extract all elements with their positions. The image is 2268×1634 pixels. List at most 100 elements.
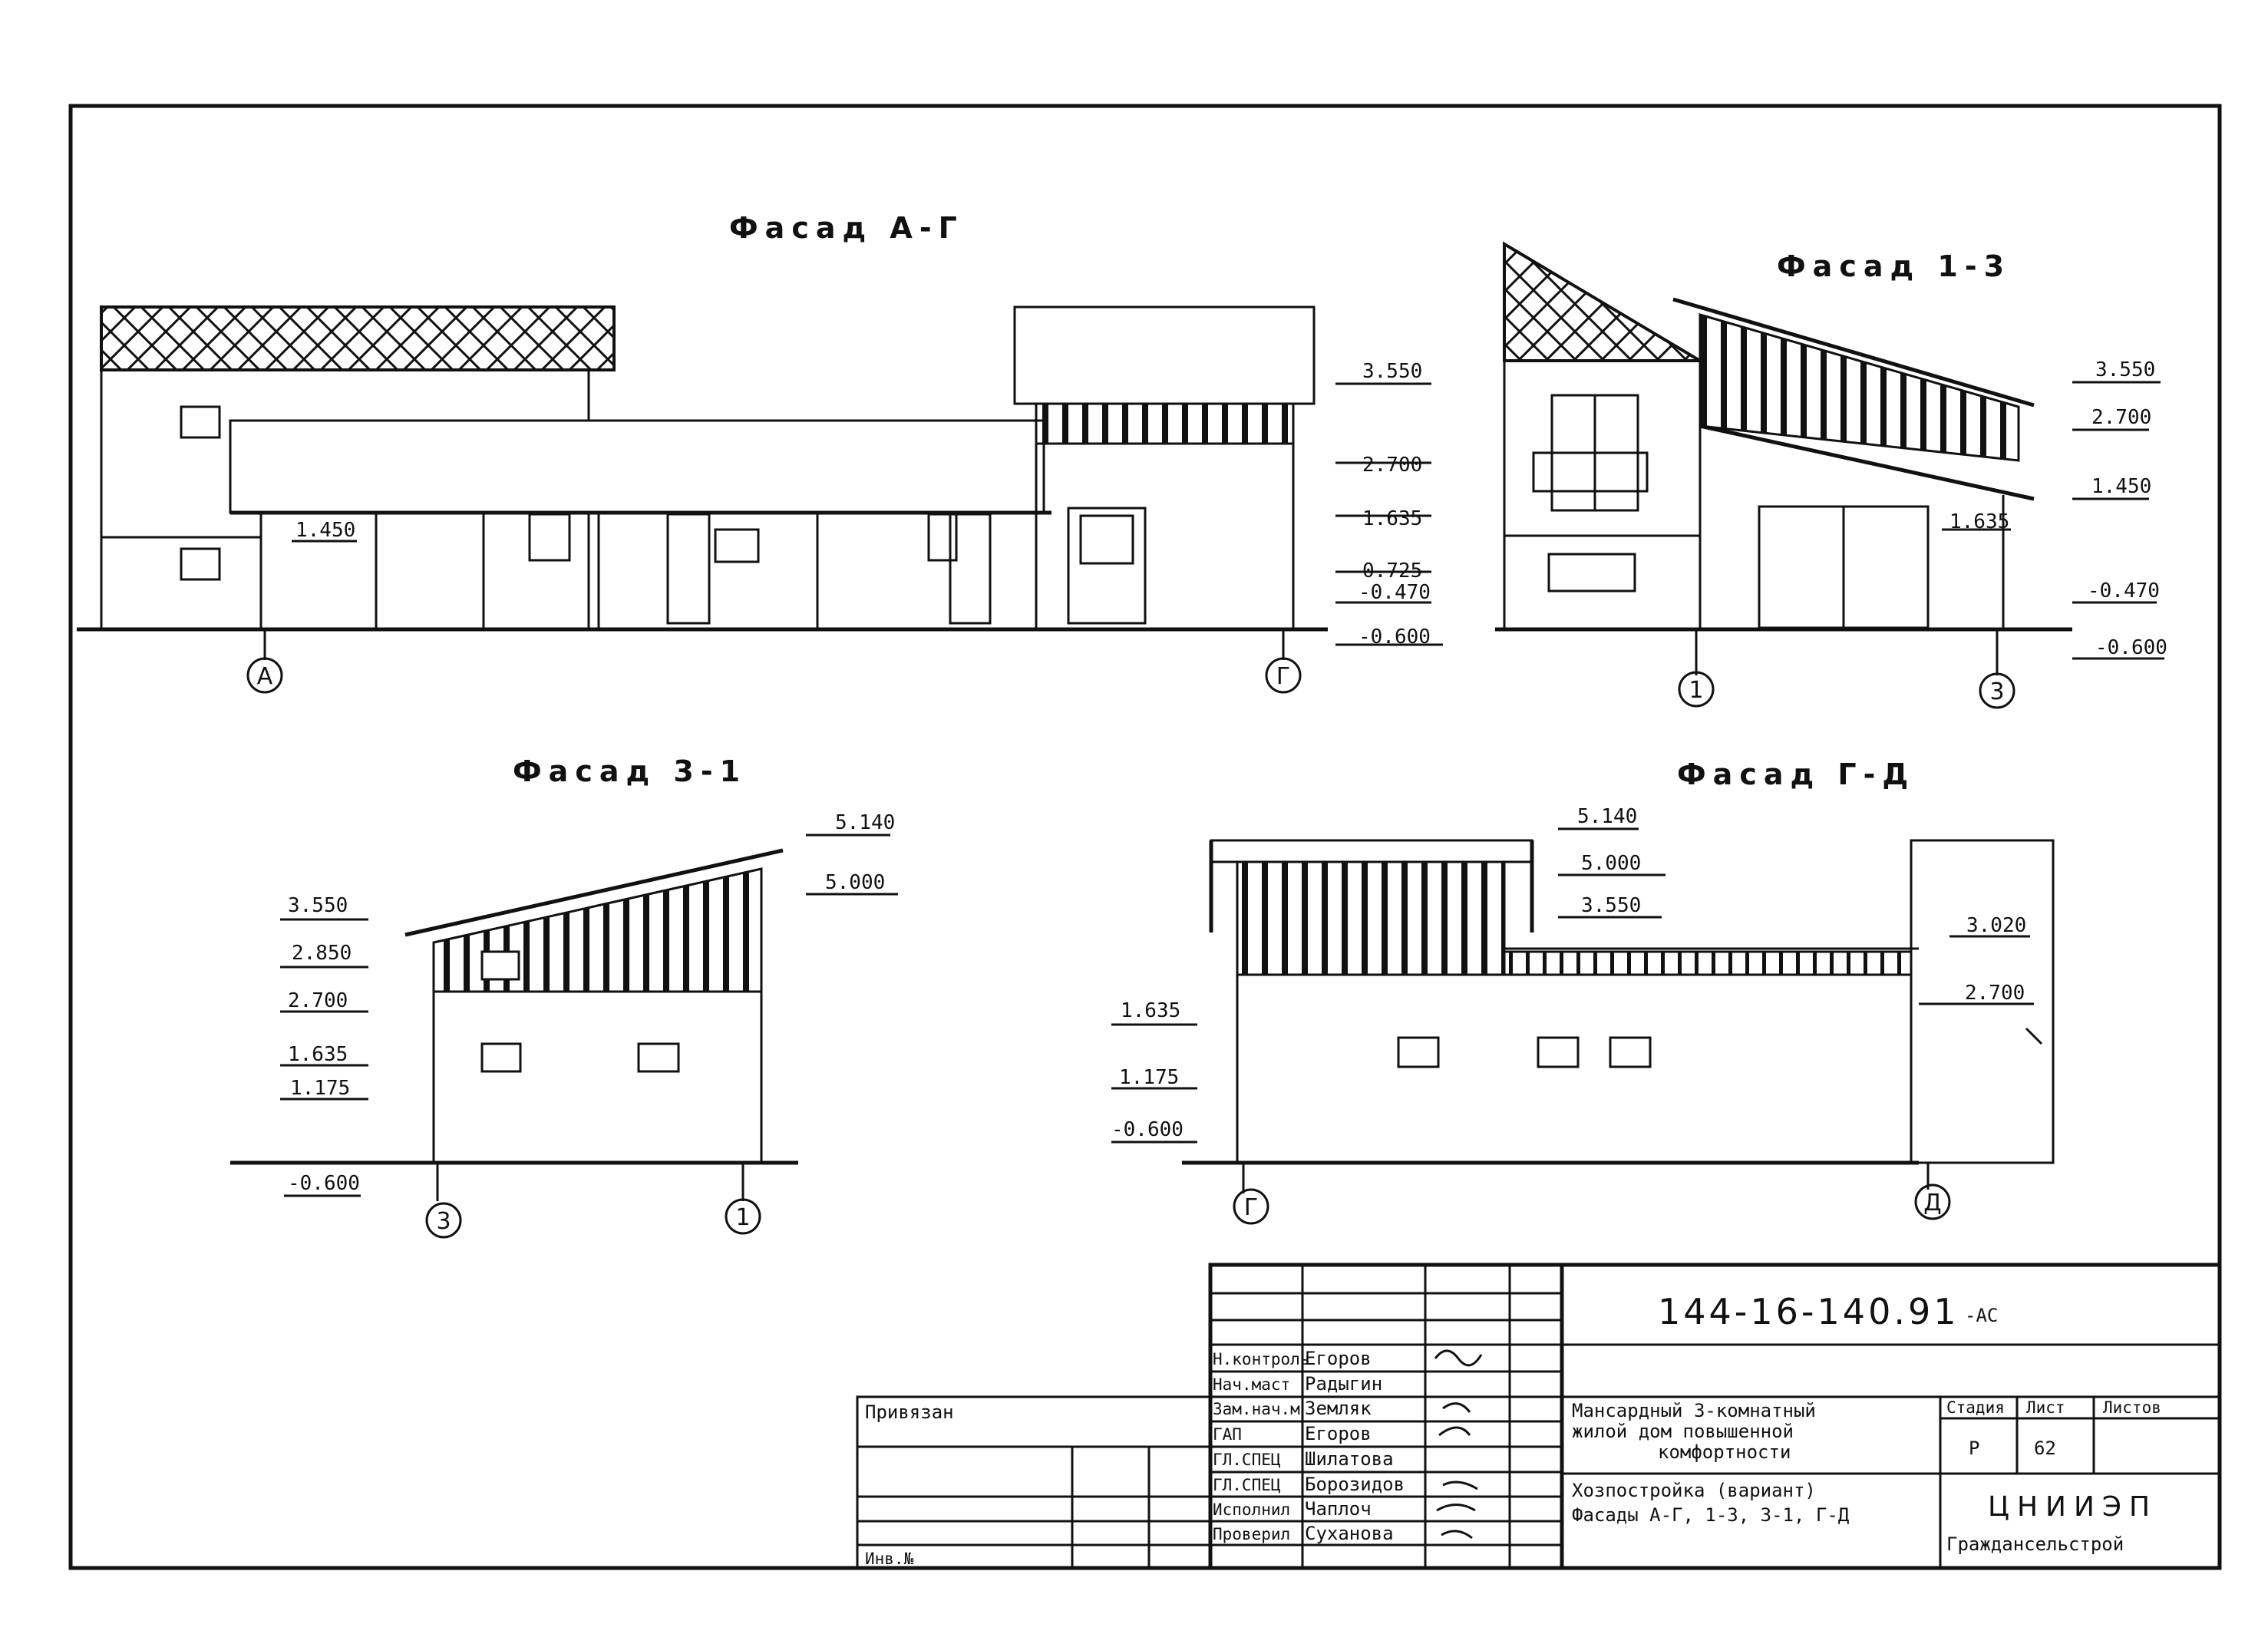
staff-role: ГЛ.СПЕЦ xyxy=(1213,1476,1281,1494)
roof-tiles xyxy=(1503,241,1706,362)
sheet-header: Лист xyxy=(2026,1398,2065,1417)
level-mark: 3.020 xyxy=(1966,914,2026,937)
roof xyxy=(1013,305,1316,405)
sheets-header: Листов xyxy=(2103,1398,2161,1417)
title-block: Привязан Инв.№ Н.контроль Егоров Нач.мас… xyxy=(856,1263,2222,1570)
facade-a-g: Фасад А-Г А Г 3.55 xyxy=(77,211,1443,694)
window xyxy=(480,1042,522,1073)
level-mark: -0.600 xyxy=(288,1172,360,1195)
level-mark: -0.600 xyxy=(2095,636,2167,659)
axis-label-1: 1 xyxy=(735,1204,750,1231)
stage-value: Р xyxy=(1969,1438,1979,1459)
axis-label-3: 3 xyxy=(436,1208,451,1235)
window xyxy=(180,405,221,439)
level-mark: 1.635 xyxy=(1949,510,2009,533)
axis-label-a: А xyxy=(257,663,273,690)
level-mark: 0.725 xyxy=(1362,560,1422,583)
facade-1-3: Фасад 1-3 1 3 3.550 2.700 1.450 1.635 -0… xyxy=(1495,241,2167,709)
facade-g-d: Фасад Г-Д Г Д 5.140 5.000 3.550 3.020 2.… xyxy=(1111,758,2055,1225)
level-mark: 2.700 xyxy=(1965,982,2025,1005)
level-mark: 3.550 xyxy=(2095,358,2155,381)
level-mark: 5.140 xyxy=(835,811,895,834)
project-title-line: комфортности xyxy=(1658,1441,1791,1463)
sheet-value: 62 xyxy=(2034,1438,2056,1459)
facade-3-1: Фасад 3-1 3 1 3.550 2.850 2.700 1.635 1.… xyxy=(230,754,898,1239)
window xyxy=(1397,1036,1440,1068)
board-cladding xyxy=(1236,860,1506,976)
sheet-title-line: Хозпостройка (вариант) xyxy=(1572,1480,1816,1501)
level-mark: 3.550 xyxy=(288,894,348,917)
staff-name: Суханова xyxy=(1305,1523,1394,1544)
staff-name: Чаплоч xyxy=(1305,1498,1372,1520)
level-mark: 3.550 xyxy=(1362,360,1422,383)
level-mark: 1.450 xyxy=(295,519,355,542)
staff-name: Шилатова xyxy=(1305,1448,1394,1470)
facade-g-d-title: Фасад Г-Д xyxy=(1677,758,1915,791)
level-mark: 2.700 xyxy=(2091,406,2151,429)
organization-sub: Граждансельстрой xyxy=(1946,1533,2124,1555)
staff-name: Радыгин xyxy=(1305,1373,1382,1395)
level-mark: 5.000 xyxy=(1581,852,1641,875)
project-title-line: жилой дом повышенной xyxy=(1572,1421,1794,1442)
window xyxy=(1547,553,1636,593)
roof-tiles xyxy=(100,305,616,371)
level-mark: 1.635 xyxy=(1362,507,1422,530)
project-title-line: Мансардный 3-комнатный xyxy=(1572,1400,1816,1421)
staff-role: ГАП xyxy=(1213,1425,1242,1444)
stage-header: Стадия xyxy=(1946,1398,2005,1417)
drawing-code: 144-16-140.91 xyxy=(1658,1291,1959,1332)
staff-role: Нач.маст xyxy=(1213,1375,1290,1394)
inv-label: Инв.№ xyxy=(865,1550,914,1568)
staff-name: Земляк xyxy=(1305,1398,1372,1419)
level-mark: 3.550 xyxy=(1581,894,1641,917)
window xyxy=(528,513,571,562)
level-mark: 1.450 xyxy=(2091,475,2151,498)
level-mark: -0.470 xyxy=(2088,579,2160,602)
staff-name: Егоров xyxy=(1305,1423,1372,1444)
level-mark: -0.470 xyxy=(1358,581,1431,604)
window xyxy=(714,528,760,563)
roof-strip xyxy=(1503,950,1913,976)
level-mark: 1.635 xyxy=(1121,999,1180,1022)
level-mark: 1.175 xyxy=(290,1077,350,1100)
window xyxy=(1609,1036,1652,1068)
organization: ЦНИИЭП xyxy=(1988,1491,2157,1523)
staff-name: Егоров xyxy=(1305,1348,1372,1369)
board-cladding xyxy=(1035,402,1295,445)
facade-3-1-title: Фасад 3-1 xyxy=(513,754,747,788)
balcony-rail xyxy=(1532,451,1649,493)
window xyxy=(180,547,221,581)
level-mark: 2.700 xyxy=(1362,454,1422,477)
axis-label-1: 1 xyxy=(1689,677,1703,704)
axis-label-g: Г xyxy=(1244,1194,1258,1221)
level-mark: 2.850 xyxy=(292,942,352,965)
window xyxy=(637,1042,680,1073)
level-mark: -0.600 xyxy=(1358,626,1431,649)
window xyxy=(927,513,958,562)
axis-label-3: 3 xyxy=(1989,678,2004,705)
level-mark: 1.635 xyxy=(288,1043,348,1066)
signatures xyxy=(1434,1349,1483,1540)
window xyxy=(480,950,520,981)
window xyxy=(1537,1036,1580,1068)
staff-role: ГЛ.СПЕЦ xyxy=(1213,1451,1281,1469)
level-mark: 5.140 xyxy=(1577,805,1637,828)
staff-role: Н.контроль xyxy=(1213,1350,1309,1368)
staff-role: Зам.нач.м xyxy=(1213,1400,1300,1418)
shed-roof xyxy=(229,419,1045,514)
level-mark: 1.175 xyxy=(1119,1066,1179,1089)
facade-a-g-title: Фасад А-Г xyxy=(729,211,964,245)
staff-name: Борозидов xyxy=(1305,1474,1405,1495)
level-mark: 2.700 xyxy=(288,989,348,1012)
door xyxy=(1067,507,1147,625)
level-mark: 5.000 xyxy=(825,871,885,894)
drawing-code-suffix: -АС xyxy=(1965,1305,1998,1326)
door xyxy=(949,513,992,625)
staff-role: Исполнил xyxy=(1213,1500,1290,1519)
sheet-title-line: Фасады А-Г, 1-3, 3-1, Г-Д xyxy=(1572,1504,1850,1526)
staff-role: Проверил xyxy=(1213,1525,1290,1543)
axis-label-d: Д xyxy=(1923,1190,1941,1216)
level-mark: -0.600 xyxy=(1111,1118,1184,1141)
axis-label-g: Г xyxy=(1276,663,1290,690)
